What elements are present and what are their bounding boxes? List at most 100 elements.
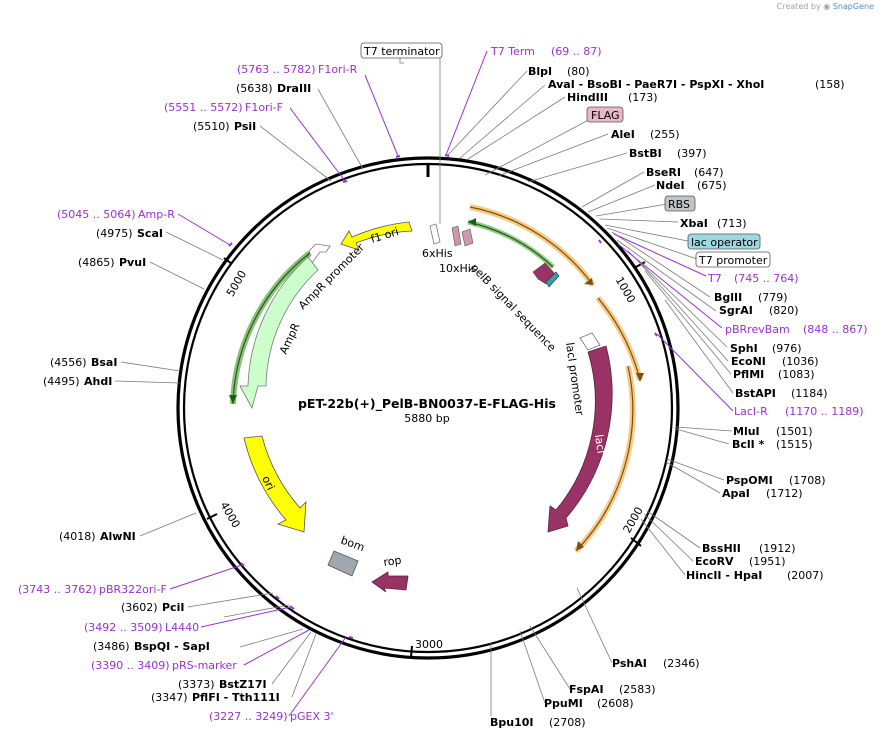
rbs-box	[664, 195, 696, 212]
insert-orange-head	[584, 278, 593, 285]
t7-terminator-box	[360, 42, 443, 59]
site-bstz17i: BstZ17I	[219, 678, 267, 691]
lacI-region-orange-line	[575, 365, 634, 552]
site-draiii: DraIII	[277, 82, 311, 95]
site-ppumi-pos: (2608)	[597, 697, 634, 710]
laci-arrow	[547, 345, 613, 533]
site-f1orif-range: (5551 .. 5572)	[164, 101, 243, 114]
site-ppumi: PpuMI	[544, 697, 583, 710]
t7-region-orange-line	[597, 297, 641, 381]
site-alwni-pos: (4018)	[59, 530, 96, 543]
ampr-arrow	[239, 256, 319, 410]
lac-operator-label: lac operator	[691, 236, 758, 249]
site-psii-pos: (5510)	[193, 120, 230, 133]
tick-marks	[206, 257, 646, 658]
credit-text: Created by ◉ SnapGene	[776, 2, 874, 11]
t7-promoter-label: T7 promoter	[698, 254, 768, 267]
plasmid-name: pET-22b(+)_PelB-BN0037-E-FLAG-His	[298, 396, 556, 412]
site-econi: EcoNI	[731, 355, 766, 368]
site-pflfi: PflFI - Tth111I	[192, 691, 280, 704]
site-l4440: L4440	[165, 621, 199, 634]
t7-term-range: (69 .. 87)	[551, 45, 602, 58]
site-pcii-pos: (3602)	[121, 601, 158, 614]
site-bglii-pos: (779)	[758, 291, 788, 304]
site-bsai-pos: (4556)	[50, 356, 87, 369]
t7-promoter-box	[695, 251, 771, 268]
site-fspai-pos: (2583)	[619, 683, 656, 696]
rop-label: rop	[383, 554, 403, 569]
site-bseri: BseRI	[646, 166, 681, 179]
site-prs-range: (3390 .. 3409)	[91, 659, 170, 672]
site-ndei: NdeI	[656, 179, 685, 192]
site-t7: T7	[707, 272, 722, 285]
site-pshai: PshAI	[612, 657, 647, 670]
site-apai: ApaI	[722, 487, 750, 500]
site-scai-pos: (4975)	[96, 227, 133, 240]
insert-orange-line	[469, 206, 594, 286]
tick-label-3000: 3000	[415, 638, 443, 651]
his6-tag-feature	[461, 228, 474, 247]
laci-promoter-feature	[579, 332, 601, 351]
primer-leader-lines	[169, 50, 734, 717]
lac-operator-feature	[545, 271, 560, 288]
t7-terminator-label: T7 terminator	[363, 45, 440, 58]
site-sgrai-pos: (820)	[769, 304, 799, 317]
site-avai-pos: (158)	[815, 78, 845, 91]
flag-box	[586, 106, 624, 123]
site-pbr322: pBR322ori-F	[99, 583, 167, 596]
laci-promoter-label: lacI promoter	[563, 342, 586, 417]
site-sgrai: SgrAI	[719, 304, 753, 317]
site-hincii-pos: (2007)	[787, 569, 824, 582]
site-bspqi: BspQI - SapI	[134, 640, 210, 653]
pelb-green-head	[468, 218, 476, 226]
site-pspomi-pos: (1708)	[789, 474, 826, 487]
lac-operator-box	[687, 233, 761, 250]
f1-ori-arrow	[340, 221, 413, 251]
ampr-label: AmpR	[277, 321, 303, 357]
site-pbrrevbam-range: (848 .. 867)	[803, 323, 868, 336]
site-bcli-pos: (1515)	[776, 438, 813, 451]
site-econi-pos: (1036)	[782, 355, 819, 368]
site-f1orir: F1ori-R	[318, 63, 358, 76]
site-f1orir-range: (5763 .. 5782)	[237, 63, 316, 76]
laci-label: lacI	[592, 434, 608, 455]
site-alei-pos: (255)	[650, 128, 680, 141]
site-alei: AleI	[611, 128, 635, 141]
site-pflfi-pos: (3347)	[151, 691, 188, 704]
site-pflmi: PflMI	[733, 368, 764, 381]
site-ampr: Amp-R	[138, 208, 175, 221]
site-fspai: FspAI	[569, 683, 604, 696]
site-pgex3: pGEX 3'	[290, 710, 334, 723]
site-xbai: XbaI	[680, 217, 708, 230]
site-draiii-pos: (5638)	[236, 82, 273, 95]
primer-marks	[228, 154, 658, 639]
site-bpu10i: Bpu10I	[490, 716, 534, 729]
site-bpu10i-pos: (2708)	[549, 716, 586, 729]
site-ndei-pos: (675)	[697, 179, 727, 192]
site-bsshii: BssHII	[702, 542, 741, 555]
site-f1orif: F1ori-F	[245, 101, 283, 114]
ampr-green-head	[229, 395, 237, 404]
rop-arrow	[371, 571, 409, 593]
site-bstbi-pos: (397)	[677, 147, 707, 160]
bom-label: bom	[339, 534, 366, 555]
site-ahdi: AhdI	[84, 375, 112, 388]
site-apai-pos: (1712)	[766, 487, 803, 500]
site-pbrrevbam: pBRrevBam	[725, 323, 790, 336]
t7-terminator-feature	[429, 223, 441, 245]
tick-label-4000: 4000	[217, 499, 242, 530]
his6-label: 6xHis	[422, 247, 453, 260]
site-bseri-pos: (647)	[694, 166, 724, 179]
lacI-region-orange-head	[576, 541, 584, 551]
ori-label: ori	[259, 474, 277, 492]
site-pflmi-pos: (1083)	[778, 368, 815, 381]
site-ampr-range: (5045 .. 5064)	[57, 208, 136, 221]
site-hindiii: HindIII	[567, 91, 608, 104]
rbs-label: RBS	[668, 198, 690, 211]
site-lacir: LacI-R	[734, 405, 768, 418]
site-alwni: AlwNI	[100, 530, 136, 543]
site-xbai-pos: (713)	[717, 217, 747, 230]
flag-label: FLAG	[591, 109, 620, 122]
t7-term-primer: T7 Term	[490, 45, 535, 58]
site-prs: pRS-marker	[172, 659, 237, 672]
